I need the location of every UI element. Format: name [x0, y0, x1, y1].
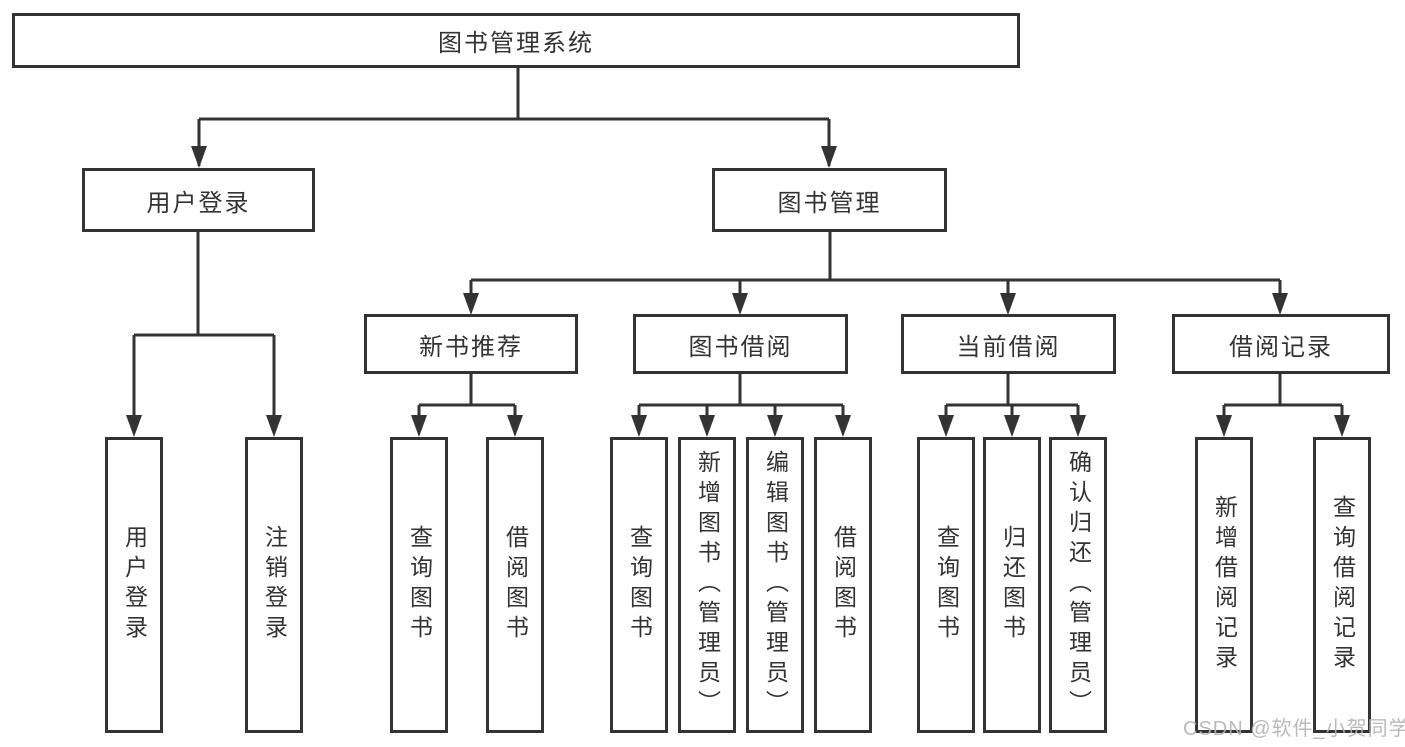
node-label: 图书借阅: [688, 333, 793, 361]
leaf-label: 用户登录: [121, 525, 148, 645]
node-label: 图书管理系统: [438, 30, 594, 57]
connector-current-borrowing-to-leaves: [944, 374, 1080, 433]
leaf-user-login: 用户登录: [105, 437, 163, 733]
node-label: 借阅记录: [1229, 333, 1333, 361]
node-label: 新书推荐: [419, 333, 523, 361]
connector-user-login-to-leaves: [132, 232, 276, 433]
leaf-query-books-current: 查询图书: [917, 437, 975, 733]
leaf-logout: 注销登录: [245, 437, 303, 733]
node-user-login: 用户登录: [82, 168, 315, 232]
node-label: 当前借阅: [956, 333, 1061, 361]
leaf-label: 归还图书: [999, 525, 1026, 645]
leaf-label: 查询图书: [626, 525, 653, 645]
connector-borrowing-records-to-leaves: [1222, 374, 1344, 433]
leaf-label: 借阅图书: [830, 525, 857, 645]
node-book-management: 图书管理: [712, 168, 947, 232]
leaf-label: 查询图书: [406, 525, 433, 645]
leaf-edit-books-admin: 编辑图书（管理员）: [746, 437, 804, 733]
leaf-query-borrow-record: 查询借阅记录: [1313, 437, 1371, 733]
leaf-label: 确认归还（管理员）: [1065, 450, 1092, 720]
leaf-query-books-borrowing: 查询图书: [610, 437, 668, 733]
leaf-borrow-books-borrowing: 借阅图书: [814, 437, 872, 733]
csdn-watermark: CSDN @软件_小贺同学: [1183, 718, 1405, 740]
leaf-label: 借阅图书: [502, 525, 529, 645]
connector-root-to-level2: [197, 68, 831, 166]
leaf-label: 注销登录: [261, 525, 288, 645]
connector-new-book-recommend-to-leaves: [417, 374, 517, 433]
leaf-add-books-admin: 新增图书（管理员）: [678, 437, 736, 733]
leaf-borrow-books-recommend: 借阅图书: [486, 437, 544, 733]
node-borrowing-records: 借阅记录: [1172, 314, 1390, 374]
node-library-management-system: 图书管理系统: [12, 13, 1020, 68]
leaf-label: 查询图书: [933, 525, 960, 645]
connector-book-borrowing-to-leaves: [637, 374, 845, 433]
node-label: 图书管理: [777, 189, 882, 217]
leaf-label: 编辑图书（管理员）: [762, 450, 789, 720]
leaf-return-books: 归还图书: [983, 437, 1041, 733]
node-label: 用户登录: [146, 189, 251, 217]
leaf-label: 新增图书（管理员）: [694, 450, 721, 720]
leaf-label: 新增借阅记录: [1211, 495, 1238, 675]
leaf-confirm-return-admin: 确认归还（管理员）: [1049, 437, 1107, 733]
node-current-borrowing: 当前借阅: [901, 314, 1116, 374]
node-new-book-recommend: 新书推荐: [364, 314, 578, 374]
node-book-borrowing: 图书借阅: [633, 314, 848, 374]
leaf-query-books-recommend: 查询图书: [390, 437, 448, 733]
connector-book-mgmt-to-level3: [469, 232, 1282, 311]
leaf-add-borrow-record: 新增借阅记录: [1195, 437, 1253, 733]
leaf-label: 查询借阅记录: [1329, 495, 1356, 675]
